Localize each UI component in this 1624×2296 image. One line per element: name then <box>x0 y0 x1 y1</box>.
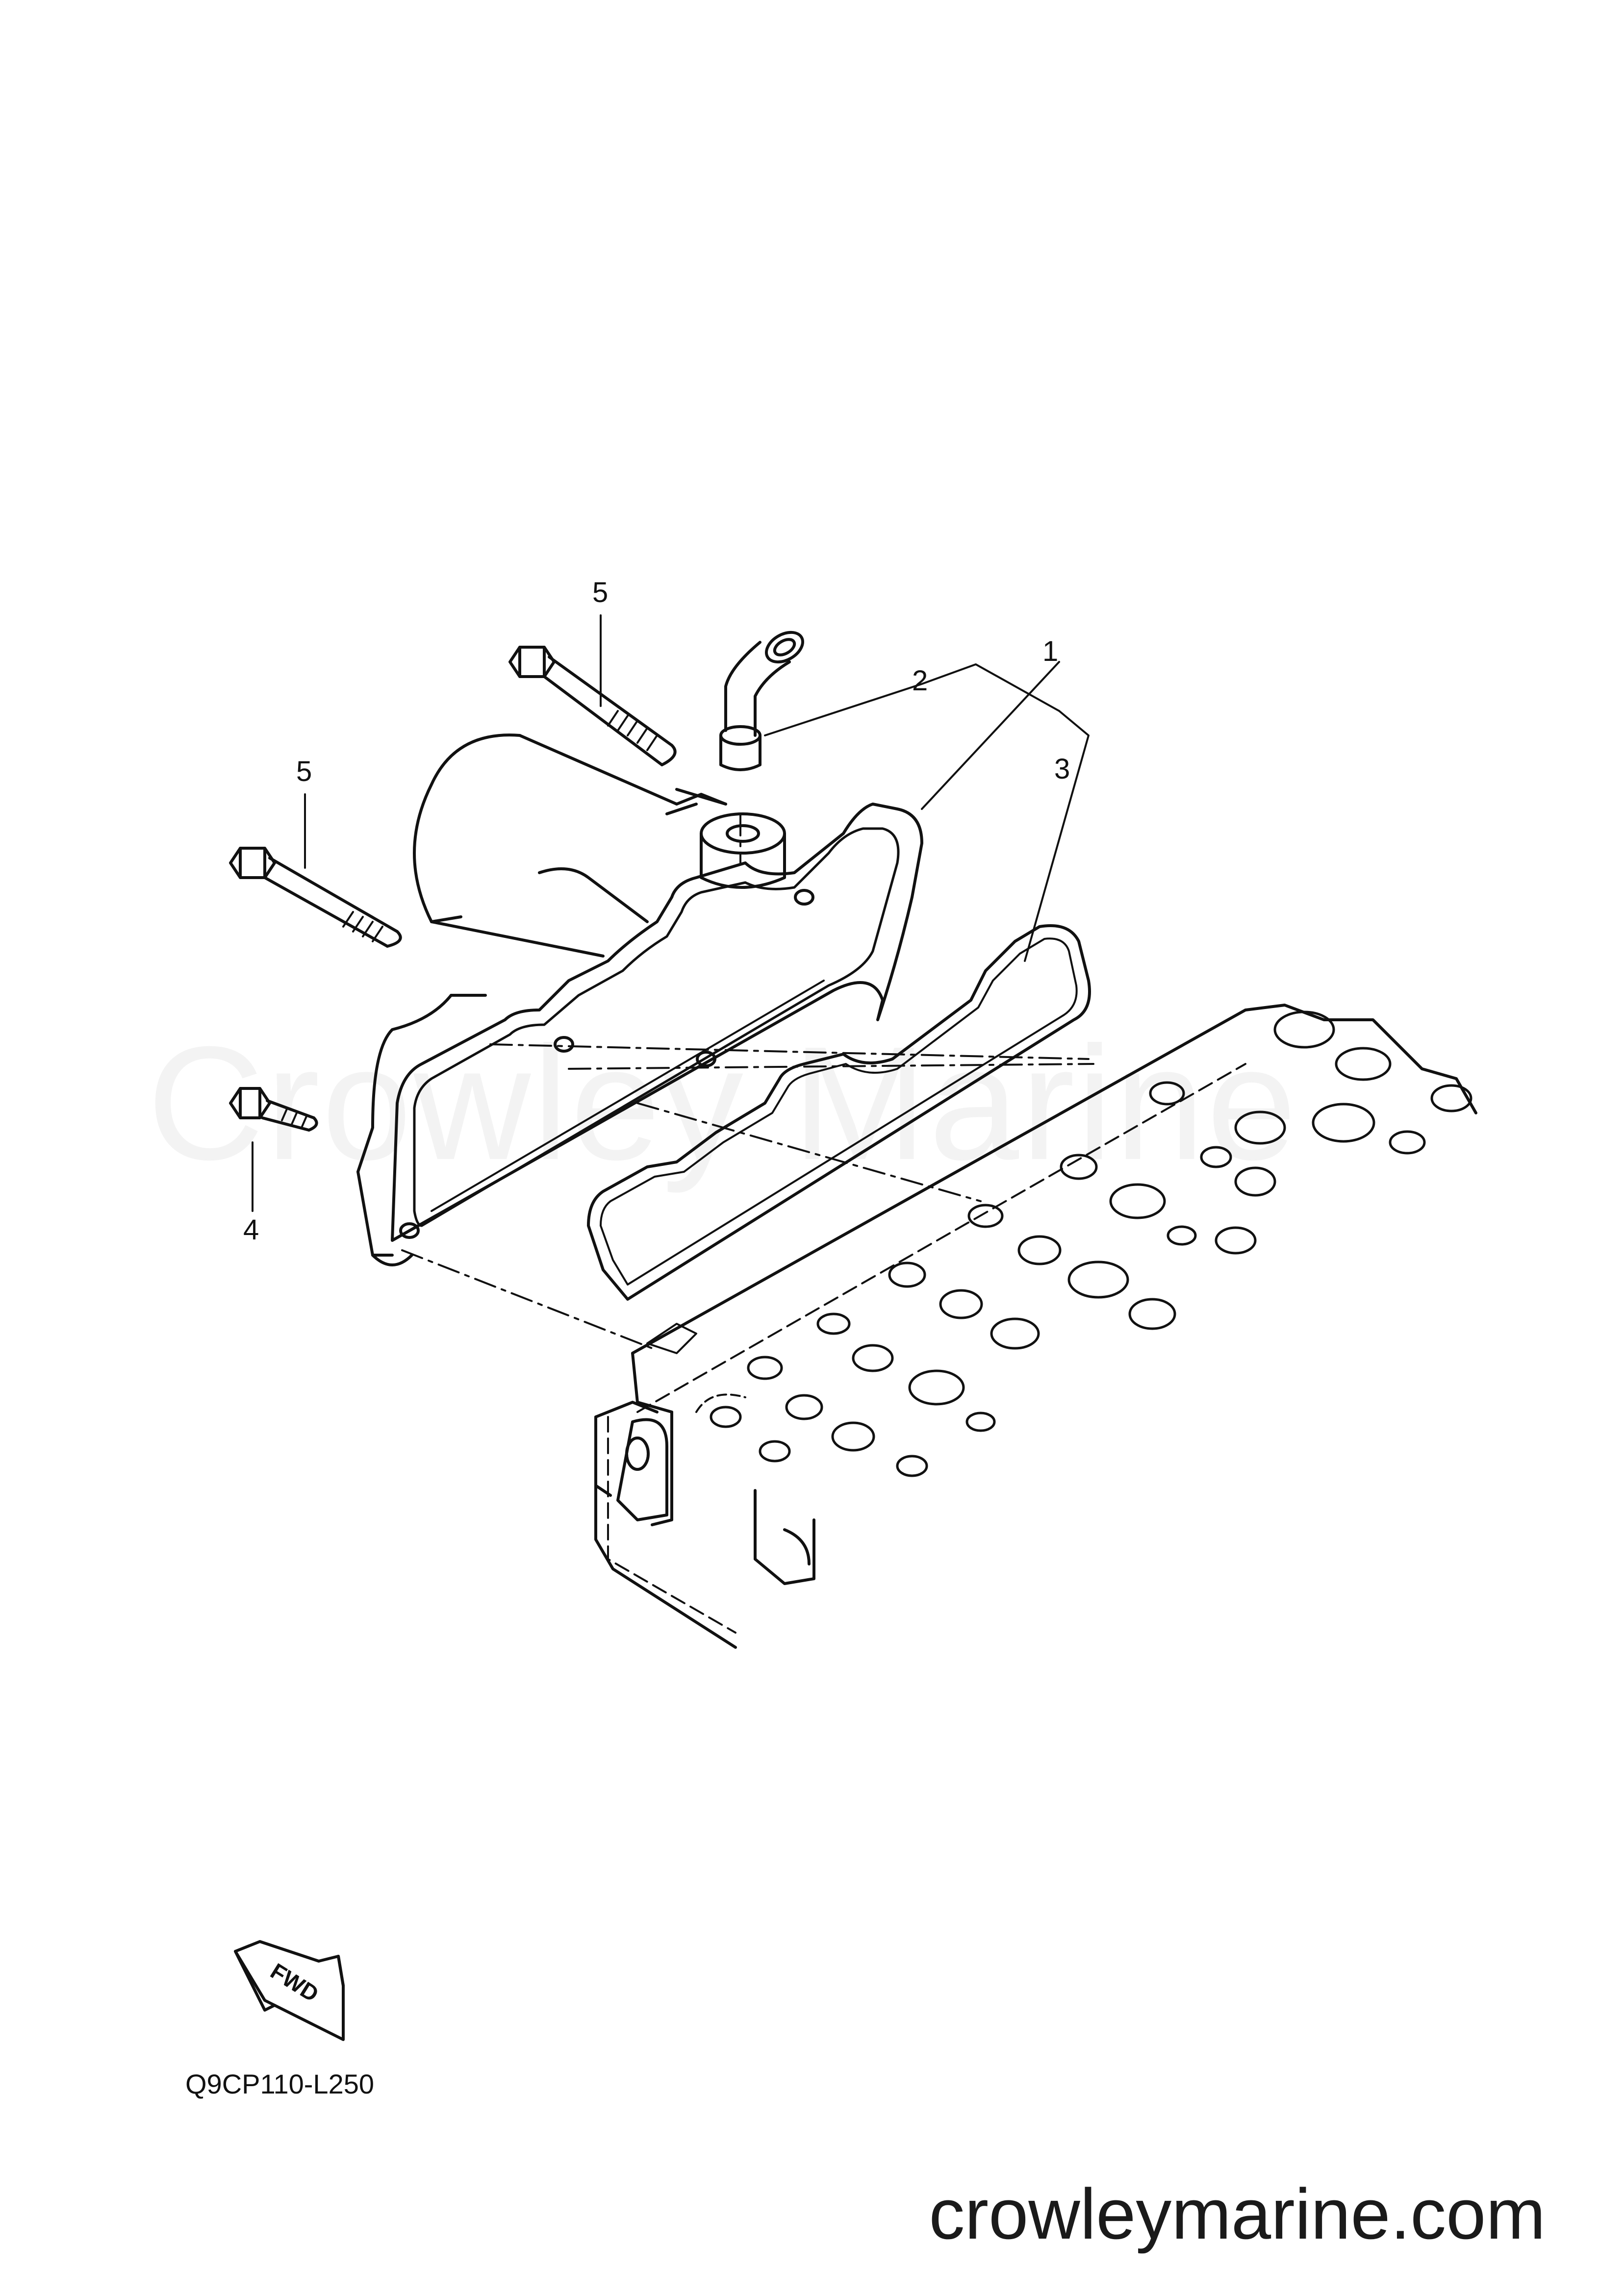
callout-5-lower: 5 <box>296 756 312 787</box>
alignment-lines <box>401 813 1094 1349</box>
bolt-5-upper <box>508 646 677 766</box>
drawing-code: Q9CP110-L250 <box>185 2069 374 2099</box>
breather-elbow <box>719 631 804 771</box>
leader-lines <box>252 614 1090 1212</box>
gasket <box>587 924 1091 1301</box>
cylinder-head-cover <box>356 733 923 1266</box>
cylinder-head <box>594 1004 1477 1649</box>
callout-3: 3 <box>1054 753 1070 785</box>
callout-4: 4 <box>243 1214 259 1246</box>
site-url[interactable]: crowleymarine.com <box>929 2174 1546 2254</box>
callout-2: 2 <box>912 665 928 697</box>
fwd-arrow-icon: FWD <box>234 1940 345 2041</box>
watermark-text: Crowley Marine <box>147 1010 1500 1196</box>
callout-1: 1 <box>1042 635 1059 667</box>
bolt-5-lower <box>229 847 402 948</box>
bolt-4 <box>229 1087 318 1132</box>
callout-5-upper: 5 <box>592 577 609 608</box>
fwd-label: FWD <box>266 1958 323 2007</box>
